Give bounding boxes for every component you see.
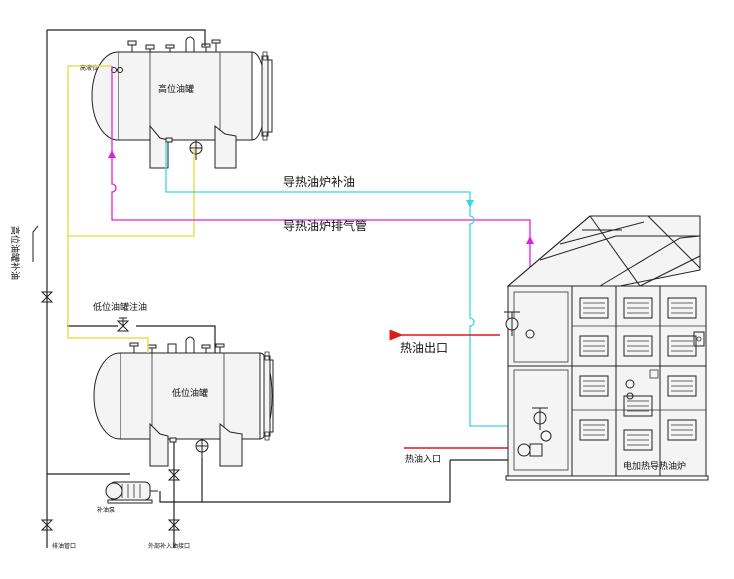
high-tank: [91, 36, 273, 169]
high-tank-makeup-label: 高位油罐补油: [9, 226, 21, 280]
makeup-pump: [105, 481, 158, 504]
heater-label: 电加热导热油炉: [623, 460, 686, 472]
makeup-direction-arrow: [32, 225, 39, 262]
vent-pipe-label: 导热油炉排气管: [283, 218, 367, 233]
high-tank-label: 高位油罐: [158, 83, 194, 95]
oil-outlet-label: 热油出口: [400, 341, 448, 355]
oil-inlet-label: 热油入口: [405, 453, 441, 465]
left-piping: [40, 29, 216, 548]
makeup-oil-label: 导热油炉补油: [283, 175, 355, 189]
makeup-oil-line: [165, 142, 539, 427]
vent-pipe-line: [111, 66, 531, 336]
low-tank-label: 低位油罐: [172, 387, 208, 399]
outside-fill-label: 外部补入油接口: [148, 542, 190, 550]
fill-line: [67, 65, 195, 353]
pump-label: 补油泵: [97, 506, 115, 514]
return-line: [159, 460, 451, 503]
electric-heater: [504, 215, 709, 481]
low-tank: [93, 336, 274, 467]
high-tank-small-label: 高液位: [80, 64, 98, 72]
drain-pipe-label: 排油管口: [52, 542, 76, 550]
low-tank-fill-label: 低位油罐注油: [93, 301, 147, 313]
